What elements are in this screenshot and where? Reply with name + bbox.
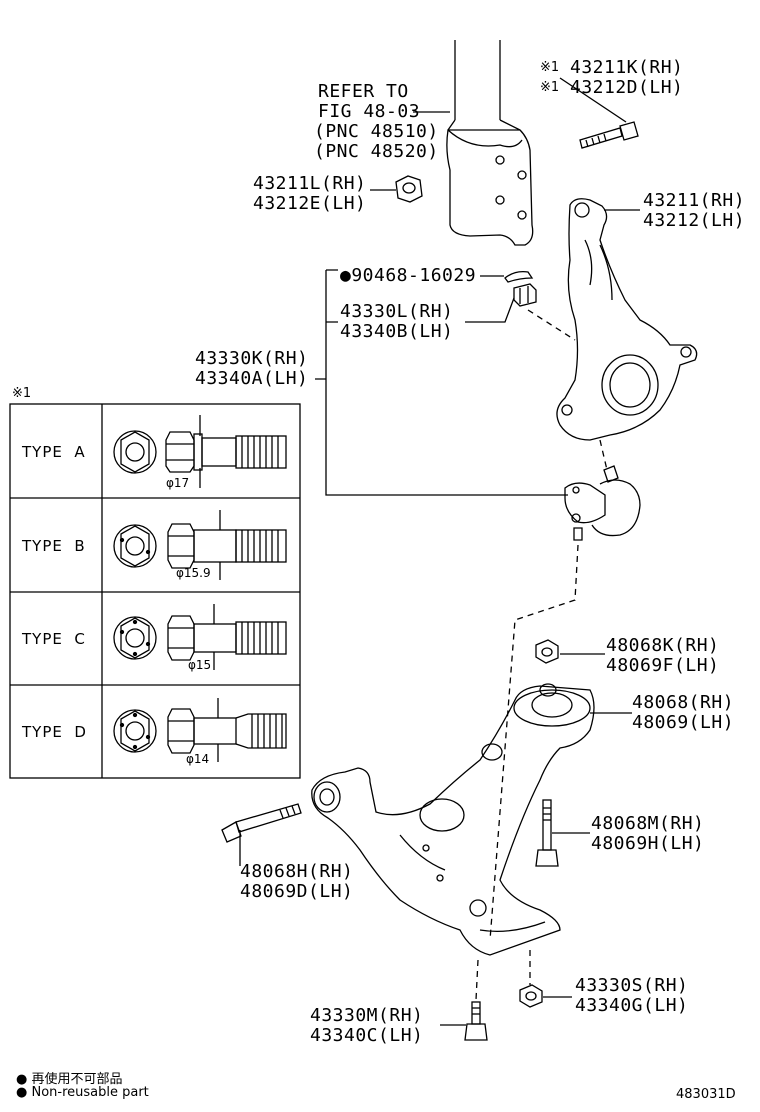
- part-48069[interactable]: 48069(LH): [632, 712, 735, 733]
- type-c-illustration: [113, 604, 287, 670]
- bolt-43211k: [579, 121, 639, 149]
- part-43212d[interactable]: 43212D(LH): [570, 77, 684, 98]
- part-43340b[interactable]: 43340B(LH): [340, 321, 454, 342]
- leader-43330l: [465, 297, 515, 323]
- castle-nut: [513, 283, 537, 307]
- part-43330k[interactable]: 43330K(RH): [195, 348, 309, 369]
- legend-line2: ● Non-reusable part: [16, 1085, 149, 1100]
- type-c-label: TYPE C: [22, 630, 86, 648]
- type-b-label: TYPE B: [22, 537, 86, 555]
- knuckle-illustration: [556, 198, 698, 441]
- part-43340a[interactable]: 43340A(LH): [195, 368, 309, 389]
- part-43340c[interactable]: 43340C(LH): [310, 1025, 424, 1046]
- type-d-label: TYPE D: [22, 723, 87, 741]
- type-b-illustration: [113, 510, 287, 580]
- label-refer-line4: (PNC 48520): [314, 141, 439, 162]
- bolt-43330m: [464, 1001, 488, 1041]
- part-90468-16029[interactable]: ●90468-16029: [340, 265, 477, 286]
- part-43211l[interactable]: 43211L(RH): [253, 173, 367, 194]
- nut-43330s: [519, 984, 543, 1008]
- part-48068[interactable]: 48068(RH): [632, 692, 735, 713]
- part-48069h[interactable]: 48069H(LH): [591, 833, 705, 854]
- type-a-illustration: [113, 415, 287, 488]
- part-43330s[interactable]: 43330S(RH): [575, 975, 689, 996]
- part-43330m[interactable]: 43330M(RH): [310, 1005, 424, 1026]
- type-b-dim: φ15.9: [176, 566, 211, 580]
- leader-bracket-43330k: [315, 269, 568, 496]
- lower-arm: [311, 683, 595, 956]
- type-table-grid: [9, 403, 301, 779]
- part-43211k[interactable]: 43211K(RH): [570, 57, 684, 78]
- type-c-dim: φ15: [188, 658, 212, 672]
- type-d-dim: φ14: [186, 752, 210, 766]
- part-48069f[interactable]: 48069F(LH): [606, 655, 720, 676]
- strut-illustration: [446, 40, 534, 246]
- part-43212e[interactable]: 43212E(LH): [253, 193, 367, 214]
- nut-43211l: [395, 175, 423, 203]
- part-43340g[interactable]: 43340G(LH): [575, 995, 689, 1016]
- type-a-label: TYPE A: [22, 443, 86, 461]
- nut-48068k: [535, 639, 559, 664]
- type-a-dim: φ17: [166, 476, 190, 490]
- mark-43211k: ※1: [540, 60, 560, 75]
- label-refer-line2: FIG 48-03: [318, 101, 421, 122]
- part-48068m[interactable]: 48068M(RH): [591, 813, 705, 834]
- part-43212[interactable]: 43212(LH): [643, 210, 746, 231]
- part-48068k[interactable]: 48068K(RH): [606, 635, 720, 656]
- type-table-mark: ※1: [12, 386, 32, 401]
- part-48068h[interactable]: 48068H(RH): [240, 861, 354, 882]
- ball-joint: [564, 465, 641, 541]
- part-43211[interactable]: 43211(RH): [643, 190, 746, 211]
- bolt-48068h: [221, 803, 302, 843]
- label-refer-line1: REFER TO: [318, 81, 409, 102]
- leader-43211k: [559, 77, 627, 123]
- part-43330l[interactable]: 43330L(RH): [340, 301, 454, 322]
- label-refer-line3: (PNC 48510): [314, 121, 439, 142]
- legend-line1: ● 再使用不可部品: [16, 1072, 123, 1087]
- part-48069d[interactable]: 48069D(LH): [240, 881, 354, 902]
- mark-43212d: ※1: [540, 80, 560, 95]
- type-d-illustration: [113, 698, 287, 762]
- cotter-pin: [504, 270, 534, 283]
- figure-id: 483031D: [676, 1087, 736, 1102]
- bolt-48068m: [535, 799, 559, 867]
